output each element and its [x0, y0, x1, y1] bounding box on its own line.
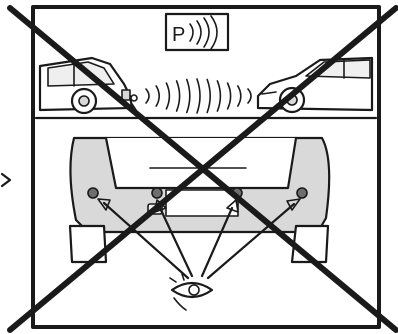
- signal-arc: [197, 79, 200, 113]
- signal-arc: [217, 81, 220, 111]
- signal-arc: [146, 89, 149, 103]
- signal-arc: [156, 86, 159, 106]
- parking-sensor-sign-icon: P: [166, 14, 228, 50]
- signal-arc: [177, 81, 180, 111]
- signal-arc: [238, 86, 241, 106]
- tow-hook: [131, 95, 137, 101]
- pointer-arrow-icon: [2, 174, 10, 186]
- signal-arc: [187, 79, 190, 112]
- sensor-dot-icon: [297, 188, 307, 198]
- parking-sign-letter: P: [172, 24, 185, 46]
- signal-arc: [228, 83, 231, 109]
- front-car: [258, 58, 372, 112]
- cross-out-icon: [10, 8, 396, 330]
- signal-arcs: [146, 79, 251, 113]
- sensor-dot-icon: [88, 188, 98, 198]
- sensor-dot-icon: [152, 188, 162, 198]
- signal-arc: [166, 83, 169, 109]
- signal-arc: [207, 79, 210, 112]
- signal-arc: [248, 89, 251, 103]
- eye-icon: [170, 274, 212, 310]
